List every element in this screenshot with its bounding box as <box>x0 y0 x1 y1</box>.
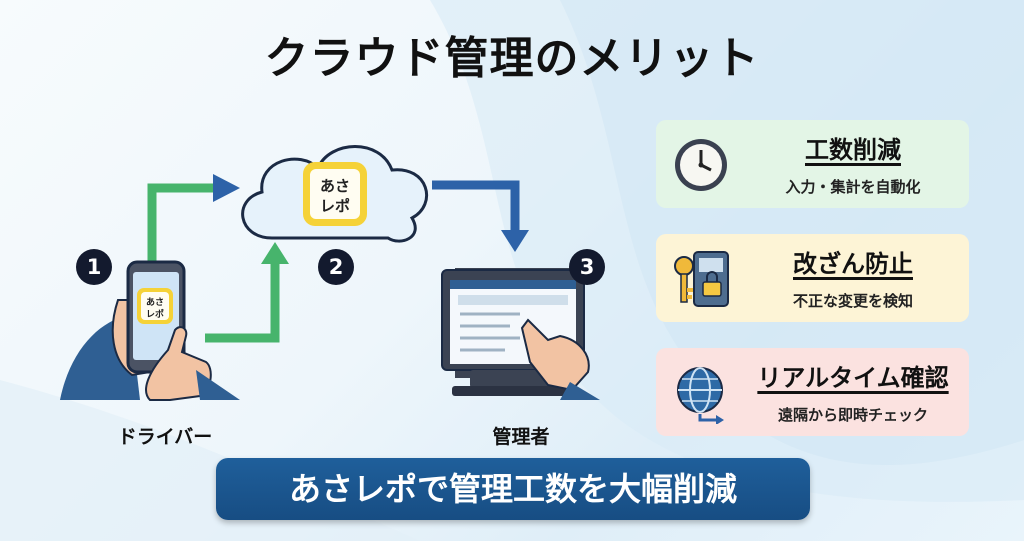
key-lock-icon <box>674 251 729 307</box>
benefit-subtext: 遠隔から即時チェック <box>777 406 928 424</box>
benefit-heading: 改ざん防止 <box>793 250 913 278</box>
summary-banner: あさレポで管理工数を大幅削減 <box>216 458 810 520</box>
svg-text:レポ: レポ <box>146 308 164 320</box>
benefit-card-realtime: リアルタイム確認 遠隔から即時チェック <box>656 348 969 436</box>
manager-label: 管理者 <box>492 426 550 448</box>
globe-icon <box>677 367 724 424</box>
benefit-card-workload: 工数削減 入力・集計を自動化 <box>656 120 969 208</box>
app-logo: あさ レポ <box>303 162 367 226</box>
download-arrow <box>432 180 520 230</box>
monitor-illustration <box>441 268 600 400</box>
arrow-head-1 <box>213 174 240 202</box>
upload-arrow-2 <box>205 262 280 343</box>
benefit-subtext: 不正な変更を検知 <box>792 292 913 310</box>
step-number-2: 2 <box>318 249 354 285</box>
driver-label: ドライバー <box>117 426 213 448</box>
clock-icon <box>675 139 727 191</box>
arrow-head-2 <box>261 242 289 264</box>
benefit-card-tamper: 改ざん防止 不正な変更を検知 <box>656 234 969 322</box>
upload-arrow-1 <box>147 183 215 265</box>
smartphone-illustration: あさ レポ <box>60 260 240 401</box>
step-number-3: 3 <box>569 249 605 285</box>
arrow-head-3 <box>501 230 529 252</box>
svg-text:あさ: あさ <box>320 177 350 195</box>
benefit-subtext: 入力・集計を自動化 <box>785 178 921 196</box>
svg-text:あさ: あさ <box>146 297 164 308</box>
benefit-heading: リアルタイム確認 <box>757 364 949 392</box>
page-title: クラウド管理のメリット <box>264 33 760 84</box>
flow-diagram: あさ レポ あさ レポ <box>60 145 600 401</box>
svg-text:レポ: レポ <box>320 197 350 215</box>
step-number-1: 1 <box>76 249 112 285</box>
benefit-heading: 工数削減 <box>805 136 901 164</box>
